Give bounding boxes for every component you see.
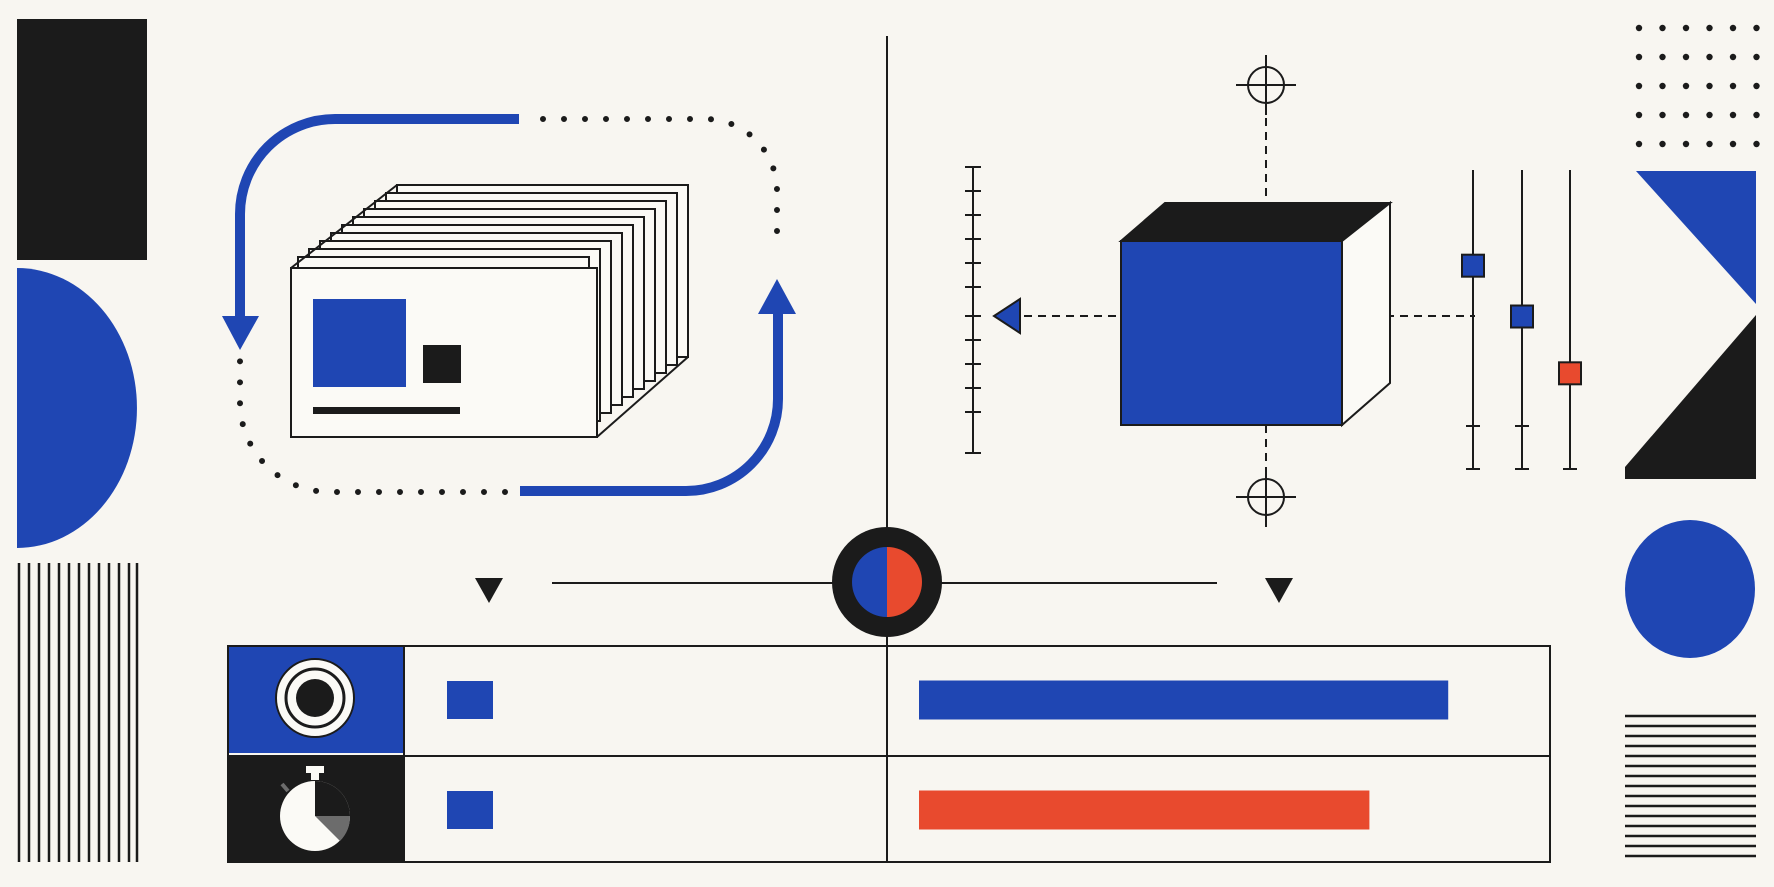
- dot: [1682, 111, 1690, 119]
- slider-handle[interactable]: [1510, 304, 1534, 329]
- table-frame: [227, 645, 1551, 863]
- slider-handle[interactable]: [1558, 361, 1582, 386]
- down-marker-left: [475, 578, 503, 603]
- down-marker-right: [1265, 578, 1293, 603]
- row-marker: [447, 681, 493, 719]
- dot: [1729, 53, 1737, 61]
- card-text-line: [313, 407, 460, 414]
- dot: [1729, 111, 1737, 119]
- dot: [1659, 140, 1666, 148]
- horizontal-stripes: [1625, 714, 1756, 858]
- data-table: [227, 645, 1551, 863]
- black-block: [17, 19, 147, 260]
- dot: [1706, 82, 1713, 90]
- dot: [1635, 140, 1643, 148]
- dot: [1682, 140, 1690, 148]
- dot: [1706, 24, 1713, 32]
- target-icon: [275, 658, 355, 738]
- blue-triangle: [1636, 171, 1756, 304]
- blue-circle: [1625, 520, 1755, 658]
- black-triangle: [1625, 315, 1756, 479]
- card-dark-square: [423, 345, 461, 383]
- dot: [1706, 111, 1713, 119]
- dot: [1635, 82, 1643, 90]
- dot: [1753, 24, 1760, 32]
- stacked-cards-icon: [290, 184, 689, 438]
- dot: [1635, 53, 1643, 61]
- cube-icon: [1118, 200, 1393, 428]
- right-decor: [1625, 24, 1760, 858]
- dot: [1729, 24, 1737, 32]
- dot: [1729, 82, 1737, 90]
- dot: [1682, 53, 1690, 61]
- dot: [1753, 140, 1760, 148]
- split-circle-icon: [832, 527, 942, 637]
- dot: [1682, 82, 1690, 90]
- dot: [1635, 24, 1643, 32]
- dot: [1706, 53, 1713, 61]
- blue-half-circle: [17, 268, 137, 548]
- crosshair-icon: [1236, 55, 1296, 115]
- slider-controls-icon: [1461, 170, 1582, 470]
- left-pointer-icon: [992, 297, 1021, 335]
- vertical-stripes: [17, 563, 139, 862]
- ruler-icon: [965, 166, 981, 454]
- stopwatch-icon: [280, 766, 351, 851]
- slider-handle[interactable]: [1461, 253, 1485, 278]
- dot: [1659, 111, 1666, 119]
- dot: [1659, 82, 1666, 90]
- row-bar: [919, 790, 1370, 830]
- card-image-block: [313, 299, 406, 387]
- dot: [1659, 24, 1666, 32]
- dot: [1753, 53, 1760, 61]
- dot-grid: [1635, 24, 1760, 148]
- row-marker: [447, 791, 493, 829]
- dot: [1682, 24, 1690, 32]
- dot: [1753, 111, 1760, 119]
- dot: [1635, 111, 1643, 119]
- loop-arrows-icon: [222, 114, 796, 496]
- dot: [1706, 140, 1713, 148]
- crosshair-icon: [1236, 467, 1296, 527]
- dot: [1729, 140, 1737, 148]
- row-bar: [919, 680, 1449, 720]
- left-decor: [17, 19, 147, 862]
- dot: [1753, 82, 1760, 90]
- dot: [1659, 53, 1666, 61]
